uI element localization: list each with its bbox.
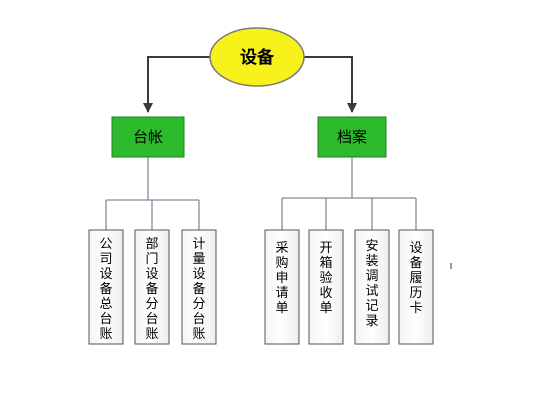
branch-node-ledger: 台帐 [111, 116, 185, 158]
leaf-node-department-ledger: 部门设备分台账 [134, 229, 170, 345]
connectors-ledger [105, 157, 200, 230]
leaf-label: 采购申请单 [275, 241, 288, 316]
leaf-label: 开箱验收单 [319, 241, 332, 316]
leaf-node-unpacking-acceptance: 开箱验收单 [308, 229, 344, 345]
leaf-node-company-ledger: 公司设备总台账 [88, 229, 124, 345]
root-label: 设备 [240, 47, 275, 68]
leaf-node-metering-ledger: 计量设备分台账 [181, 229, 217, 345]
branch-label-ledger: 台帐 [133, 128, 163, 146]
arrow-to-ledger [143, 56, 212, 113]
leaf-label: 设备履历卡 [409, 241, 422, 316]
leaf-node-equipment-history-card: 设备履历卡 [398, 229, 434, 345]
branch-node-archive: 档案 [317, 116, 387, 158]
leaf-label: 部门设备分台账 [145, 237, 158, 342]
leaf-label: 公司设备总台账 [99, 237, 112, 342]
leaf-node-installation-record: 安装调试记录 [354, 229, 390, 345]
leaf-label: 安装调试记录 [365, 239, 378, 329]
root-arrows [143, 56, 357, 113]
root-node: 设备 [209, 27, 305, 87]
leaf-node-purchase-request: 采购申请单 [264, 229, 300, 345]
leaf-label: 计量设备分台账 [192, 237, 205, 342]
arrow-to-archive [302, 56, 357, 113]
branch-label-archive: 档案 [337, 128, 367, 146]
connectors-archive [281, 157, 417, 230]
